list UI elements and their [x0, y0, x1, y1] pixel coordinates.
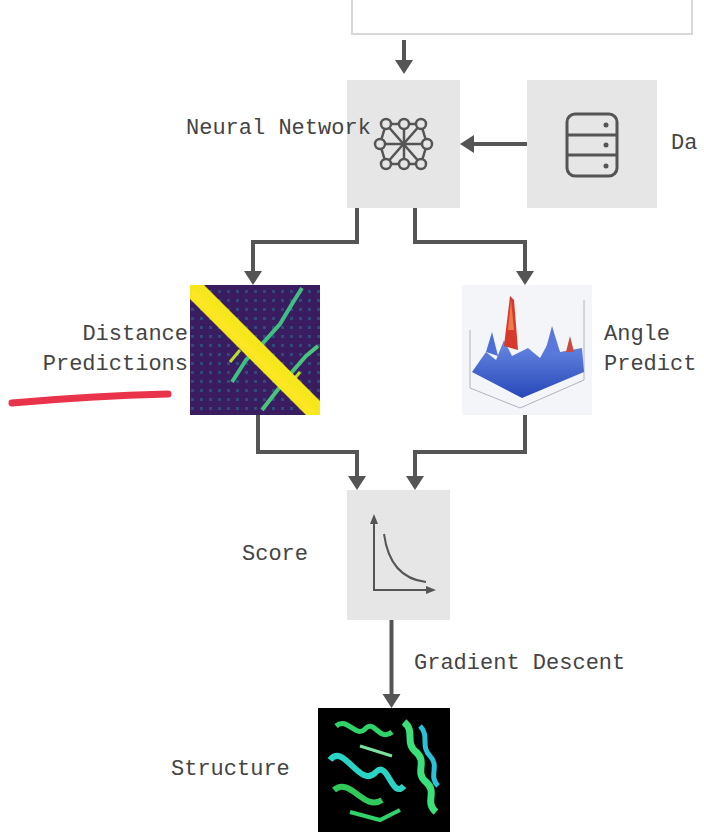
node-label: Da [671, 129, 697, 159]
label-text: Neural Network [186, 116, 371, 141]
arrow-head [348, 476, 366, 490]
distance-panel: Distance Predictions [190, 285, 320, 415]
label-text: Angle Predict [604, 322, 696, 377]
arrow-head [383, 694, 401, 708]
protein-structure [318, 708, 450, 832]
score-curve-icon [347, 490, 450, 620]
arrow-line [415, 208, 525, 275]
arrow-line [258, 415, 357, 480]
database-icon [527, 80, 657, 208]
flow-arrow [244, 208, 357, 285]
flow-arrow [415, 208, 534, 285]
arrow-line [390, 620, 394, 698]
distance-heatmap [190, 285, 320, 415]
arrow-line [253, 208, 357, 275]
arrow-head [244, 271, 262, 285]
network-icon [347, 80, 460, 208]
node-label: Angle Predict [604, 320, 696, 380]
arrow-line [470, 142, 527, 146]
edge-label: Gradient Descent [412, 649, 627, 679]
label-text: Distance Predictions [43, 322, 188, 377]
arrow-line [415, 415, 525, 480]
highlight-underline [12, 394, 168, 403]
flow-arrow [406, 415, 525, 490]
arrow-head [460, 135, 474, 153]
input-box [352, 0, 692, 74]
score-box: Score [347, 490, 450, 620]
angle-surface-plot [462, 285, 592, 415]
node-label: Structure [171, 755, 290, 785]
angle-panel: Angle Predict [462, 285, 592, 415]
label-text: Da [671, 131, 697, 156]
flow-arrow [258, 415, 366, 490]
flow-arrow [460, 135, 527, 153]
structure-panel: Structure [318, 708, 450, 832]
database-box: Da [527, 80, 657, 208]
label-text: Structure [171, 757, 290, 782]
node-label: Neural Network [186, 114, 371, 144]
label-text: Score [242, 542, 308, 567]
arrow-head [406, 476, 424, 490]
arrow-head [516, 271, 534, 285]
node-label: Score [242, 540, 308, 570]
node-label: Distance Predictions [28, 320, 188, 380]
flow-arrow [383, 620, 401, 708]
network-box: Neural Network [347, 80, 460, 208]
